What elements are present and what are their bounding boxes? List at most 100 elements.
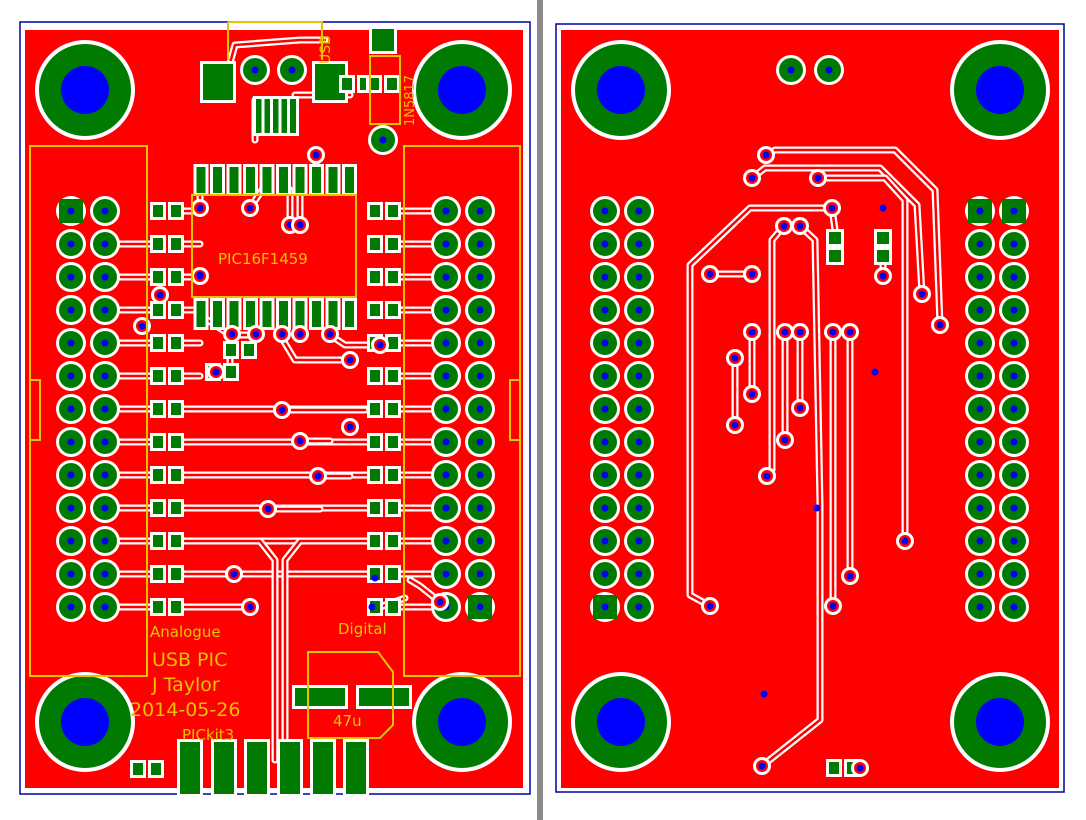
smd-pad	[153, 205, 163, 217]
trace	[816, 176, 907, 543]
smd-pad	[279, 167, 288, 193]
smd-pad	[370, 535, 380, 547]
pad-drill	[442, 372, 450, 380]
silk-outline	[307, 651, 394, 739]
pad-drill	[1010, 306, 1018, 314]
smd-pad	[153, 535, 163, 547]
via-drill	[780, 222, 788, 230]
smd-pad	[877, 232, 889, 244]
smd-pad	[388, 205, 398, 217]
pad-drill	[601, 339, 609, 347]
smd-pad	[256, 99, 262, 133]
pad-drill	[976, 405, 984, 413]
smd-pad	[388, 601, 398, 613]
top-layer-view: USB 1N5817 PIC16F1459 Analogue Digital U…	[0, 0, 537, 820]
smd-pad	[370, 205, 380, 217]
mount-hole	[61, 698, 109, 746]
smd-pad	[171, 502, 181, 514]
via-drill	[296, 221, 304, 229]
pad-drill	[601, 306, 609, 314]
smd-pad	[360, 78, 370, 90]
smd-pad	[153, 403, 163, 415]
pad-drill	[476, 570, 484, 578]
trace	[283, 539, 372, 762]
via-drill	[314, 472, 322, 480]
pad-drill	[101, 603, 109, 611]
pad-drill	[1010, 537, 1018, 545]
smd-pad	[180, 742, 200, 794]
silk-outline	[191, 194, 357, 298]
pad-drill	[976, 339, 984, 347]
smd-pad	[247, 742, 267, 794]
via-drill	[196, 204, 204, 212]
pad-drill	[476, 438, 484, 446]
via-drill	[760, 690, 768, 698]
smd-pad	[877, 250, 889, 262]
pad-drill	[635, 471, 643, 479]
via-drill	[796, 222, 804, 230]
via-drill	[246, 204, 254, 212]
silk-outline	[369, 55, 401, 125]
pad-drill	[976, 273, 984, 281]
pad-drill	[442, 240, 450, 248]
smd-pad	[171, 370, 181, 382]
pad-drill	[442, 273, 450, 281]
pad-drill	[976, 570, 984, 578]
pad-drill	[442, 537, 450, 545]
pad-drill	[635, 372, 643, 380]
via-drill	[252, 330, 260, 338]
smd-pad	[328, 167, 338, 193]
smd-pad	[388, 502, 398, 514]
silk-outline	[403, 145, 521, 677]
smd-pad	[171, 436, 181, 448]
trace	[688, 206, 834, 608]
pad-drill	[101, 504, 109, 512]
smd-pad	[345, 167, 354, 193]
smd-pad	[388, 568, 398, 580]
smd-pad	[370, 403, 380, 415]
pad-drill	[601, 570, 609, 578]
smd-pad	[153, 568, 163, 580]
via-drill	[829, 602, 837, 610]
via-drill	[376, 341, 384, 349]
mount-hole	[597, 66, 645, 114]
smd-pad	[229, 301, 239, 327]
silk-outline	[227, 21, 323, 60]
pad-drill	[1010, 603, 1018, 611]
smd-pad	[264, 99, 271, 133]
silk-outline	[29, 145, 148, 677]
pad-drill	[1010, 504, 1018, 512]
silk-outline	[30, 379, 41, 441]
smd-pad	[273, 99, 279, 133]
pad-drill	[101, 273, 109, 281]
pad-drill	[442, 471, 450, 479]
smd-pad	[196, 301, 206, 327]
smd-pad	[153, 238, 163, 250]
pad-drill	[251, 66, 259, 74]
pad-drill	[442, 438, 450, 446]
pad-drill	[67, 405, 75, 413]
smd-pad	[372, 29, 394, 51]
smd-pad	[246, 301, 255, 327]
pad-drill	[1010, 339, 1018, 347]
smd-pad	[213, 301, 222, 327]
pad-drill	[635, 207, 643, 215]
smd-pad	[213, 167, 222, 193]
pad-drill	[476, 273, 484, 281]
pad-drill	[635, 240, 643, 248]
mounting-holes	[571, 40, 1050, 772]
pad-drill	[476, 504, 484, 512]
smd-pad	[153, 436, 163, 448]
smd-pad	[388, 238, 398, 250]
smd-pad	[829, 232, 841, 244]
smd-pad	[171, 469, 181, 481]
via-drill	[706, 270, 714, 278]
smd-pad	[153, 370, 163, 382]
pad-drill	[976, 306, 984, 314]
smd-pad	[171, 337, 181, 349]
bottom-layer-board	[555, 23, 1065, 793]
mount-hole	[976, 66, 1024, 114]
smd-pad	[262, 301, 272, 327]
pad-drill	[635, 273, 643, 281]
via-drill	[731, 421, 739, 429]
